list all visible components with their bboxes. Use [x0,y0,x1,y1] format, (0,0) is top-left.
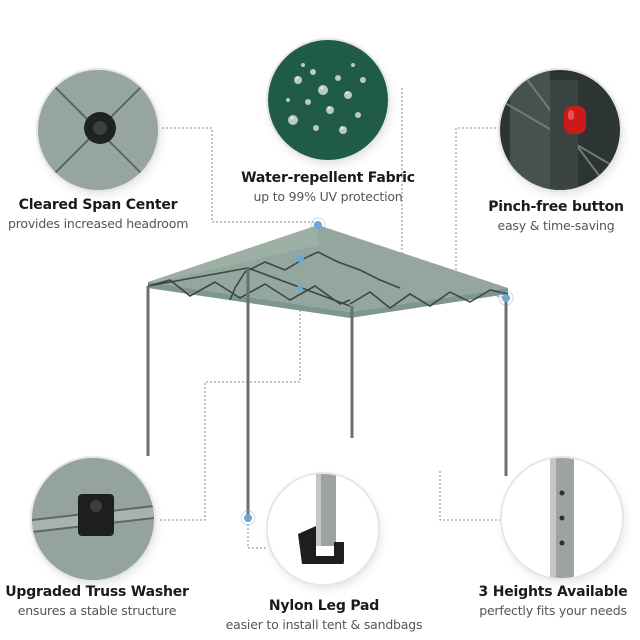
feature-subtitle: perfectly fits your needs [479,603,627,618]
truss-washer-icon [32,458,154,580]
canopy-roof [148,225,508,312]
feature-label-center: Cleared Span Center provides increased h… [8,197,188,231]
feature-title: Nylon Leg Pad [268,598,380,614]
canopy-valance-right [350,288,508,318]
highlight-dots [240,217,514,526]
feature-subtitle: easy & time-saving [497,218,615,233]
feature-label-washer: Upgraded Truss Washer ensures a stable s… [4,584,190,618]
height-holes-icon [502,458,622,578]
canopy-roof-shade [148,225,318,284]
callout-line-pad [247,520,268,549]
water-droplets-icon [268,40,388,160]
feature-title: Pinch-free button [488,199,624,215]
callout-line-button [455,127,506,299]
feature-subtitle: provides increased headroom [8,216,189,231]
callout-line-center [158,127,318,223]
feature-label-pad: Nylon Leg Pad easier to install tent & s… [224,598,424,632]
feature-title: 3 Heights Available [478,584,628,600]
feature-label-fabric: Water-repellent Fabric up to 99% UV prot… [238,170,418,204]
feature-title: Upgraded Truss Washer [5,584,189,600]
feature-title: Water-repellent Fabric [241,170,415,186]
callout-line-washer [160,288,301,521]
leg-pad-icon [268,474,378,584]
feature-label-heights: 3 Heights Available perfectly fits your … [468,584,638,618]
pinch-button-icon [500,70,620,190]
feature-title: Cleared Span Center [18,197,178,213]
tent-legs [146,268,508,515]
feature-subtitle: up to 99% UV protection [253,189,403,204]
feature-label-button: Pinch-free button easy & time-saving [472,199,640,233]
canopy-center-hub-icon [38,70,158,190]
truss-frame [147,251,509,309]
callout-line-heights [439,470,505,521]
feature-subtitle: easier to install tent & sandbags [225,617,423,632]
feature-subtitle: ensures a stable structure [17,603,177,618]
